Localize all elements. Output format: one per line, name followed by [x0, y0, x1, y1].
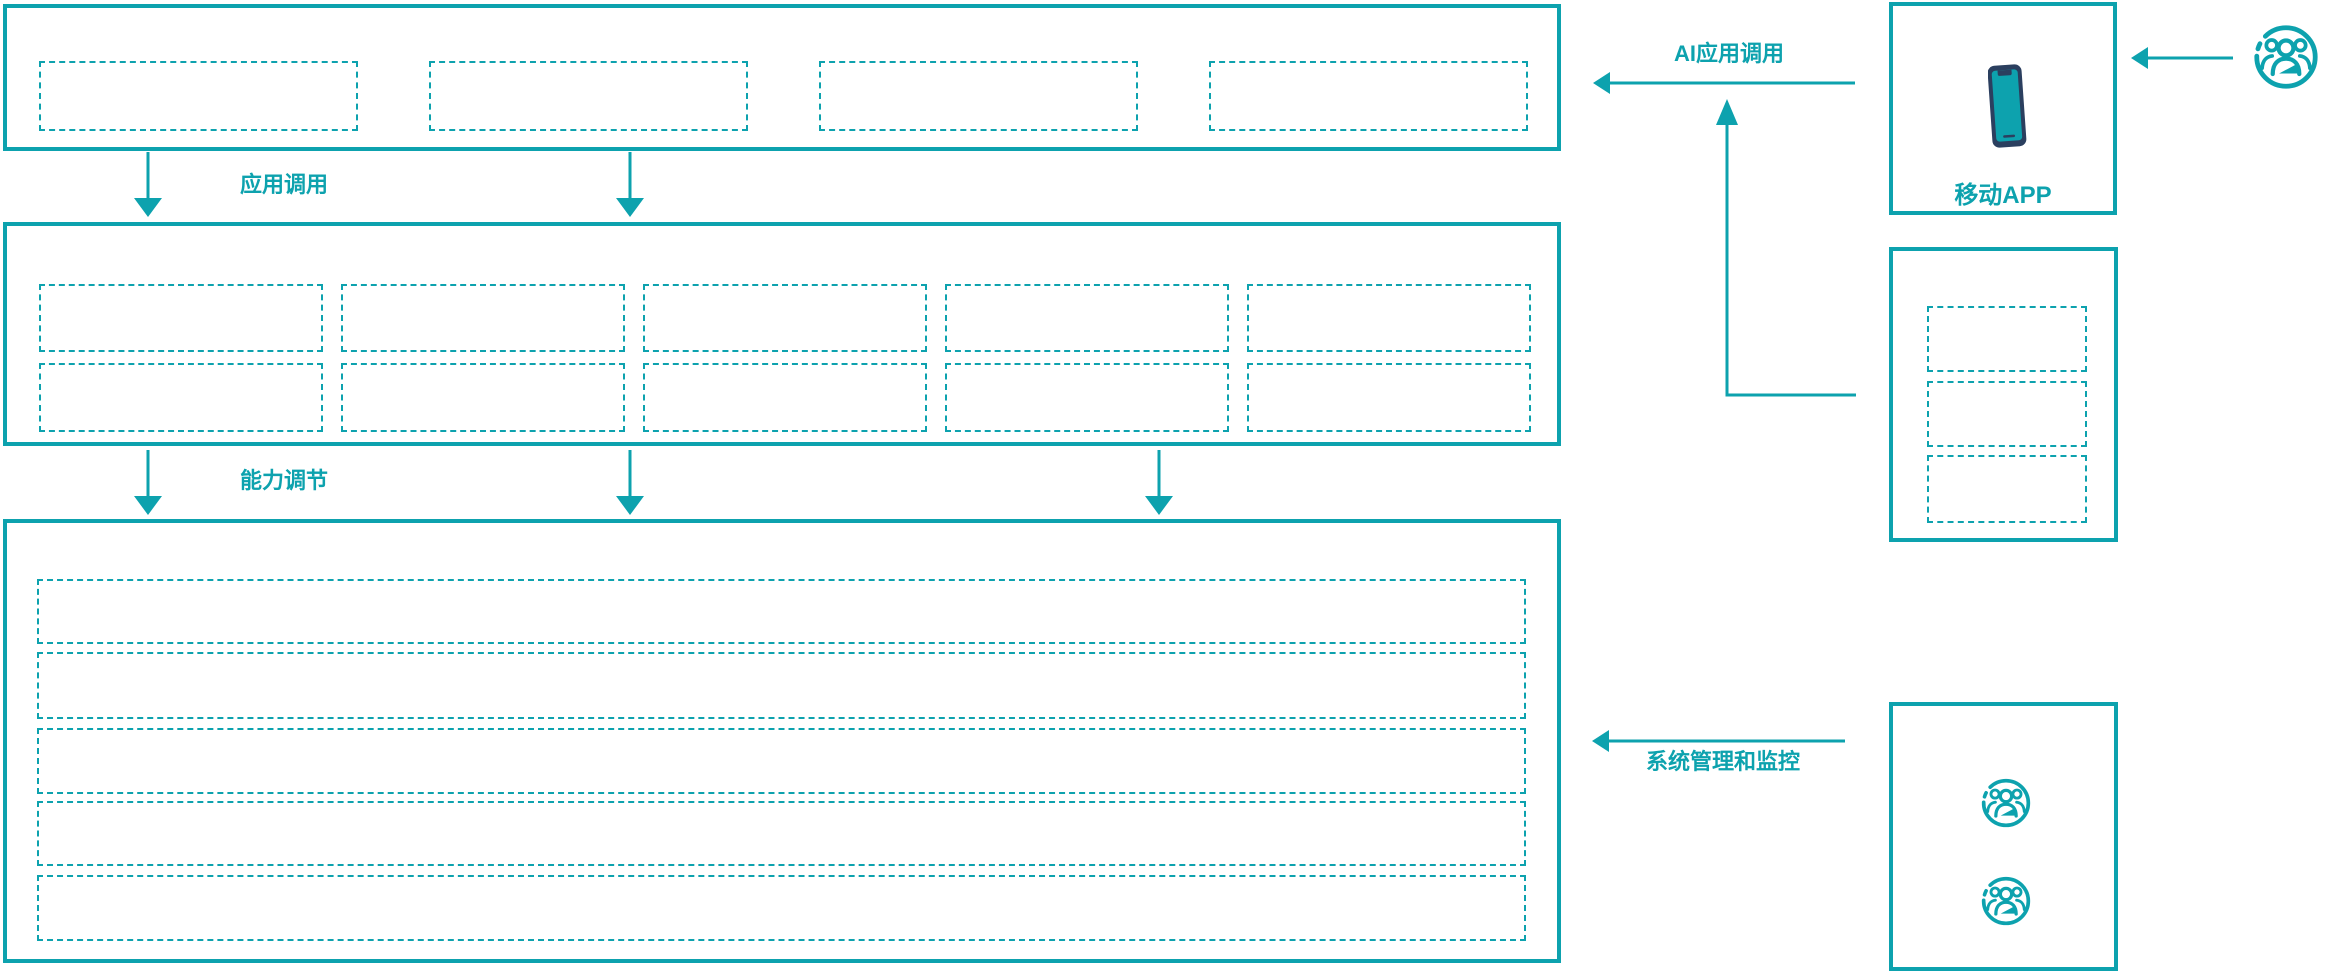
placeholder-box — [1927, 306, 2087, 372]
system-management-label: 系统管理和监控 — [1646, 749, 1801, 774]
placeholder-row — [37, 579, 1526, 644]
placeholder-box — [945, 363, 1229, 432]
app-layer-panel — [3, 4, 1561, 151]
placeholder-row — [37, 728, 1526, 794]
mobile-app-label: 移动APP — [1954, 182, 2052, 209]
user-group-icon — [2254, 25, 2318, 89]
mobile-app-panel: 移动APP — [1889, 2, 2117, 215]
placeholder-row — [37, 801, 1526, 866]
down-arrow-icon — [616, 450, 644, 515]
admin-panel — [1889, 702, 2118, 971]
placeholder-box — [429, 61, 748, 131]
placeholder-box — [1927, 381, 2087, 447]
down-arrow-icon — [134, 152, 162, 217]
capability-adjust-label: 能力调节 — [240, 468, 329, 493]
down-arrow-icon — [616, 152, 644, 217]
placeholder-box — [1247, 363, 1531, 432]
placeholder-box — [1927, 455, 2087, 523]
placeholder-box — [39, 61, 358, 131]
placeholder-row — [37, 652, 1526, 719]
placeholder-box — [643, 363, 927, 432]
phone-icon — [1988, 64, 2027, 148]
integration-panel — [1889, 247, 2118, 542]
app-call-label: 应用调用 — [240, 172, 329, 197]
elbow-connector — [1716, 99, 1856, 397]
down-arrow-icon — [1145, 450, 1173, 515]
placeholder-box — [945, 284, 1229, 352]
platform-layer-panel — [3, 519, 1561, 963]
capability-layer-panel — [3, 222, 1561, 446]
ai-app-call-label: AI应用调用 — [1674, 41, 1785, 66]
system-management-arrow — [1592, 730, 1845, 752]
user-group-icon — [1981, 778, 2031, 828]
down-arrow-icon — [134, 450, 162, 515]
app-layer-placeholders — [39, 61, 1528, 131]
placeholder-box — [39, 284, 323, 352]
ai-app-call-arrow — [1593, 72, 1855, 94]
placeholder-box — [39, 363, 323, 432]
capability-placeholders — [39, 284, 1531, 432]
user-to-app-arrow — [2131, 47, 2233, 69]
placeholder-box — [643, 284, 927, 352]
placeholder-box — [819, 61, 1138, 131]
placeholder-box — [1247, 284, 1531, 352]
user-group-icon — [1981, 876, 2031, 926]
placeholder-box — [341, 284, 625, 352]
placeholder-box — [1209, 61, 1528, 131]
placeholder-box — [341, 363, 625, 432]
placeholder-row — [37, 875, 1526, 941]
